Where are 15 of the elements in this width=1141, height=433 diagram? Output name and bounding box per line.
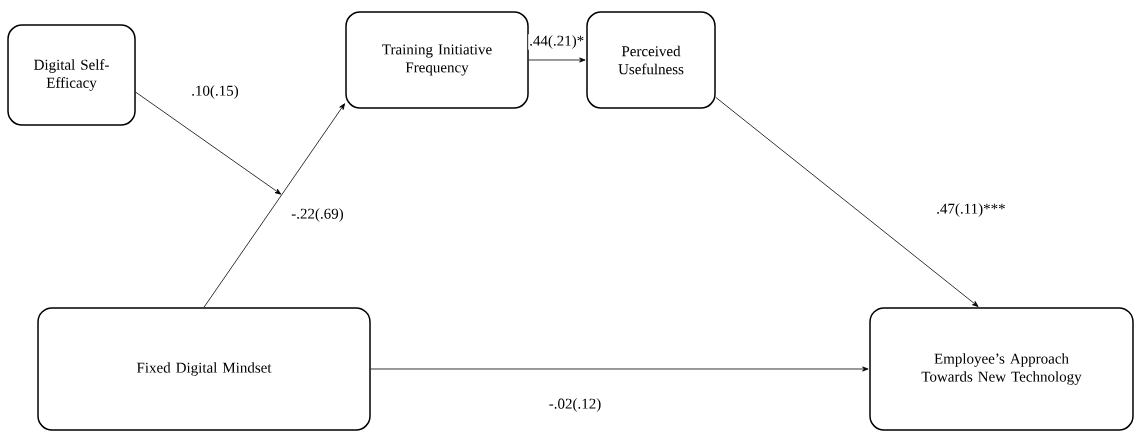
variable-box: Digital Self-Efficacy [7,24,136,126]
edge-label: -.22(.69) [290,207,345,223]
arrow [528,57,586,63]
edge-label: .10(.15) [190,84,240,100]
arrow [370,366,869,372]
arrow [135,91,282,195]
arrow [203,103,345,308]
variable-box: Training Initiative Frequency [345,11,529,109]
edge-label: .47(.11)*** [935,202,1007,218]
arrow [715,96,979,307]
variable-box: Employee’s Approach Towards New Technology [869,307,1134,431]
variable-box: Perceived Usefulness [586,11,716,109]
edge-label: -.02(.12) [547,397,603,413]
edge-label: .44(.21)* [528,34,586,50]
variable-box: Fixed Digital Mindset [37,307,371,431]
